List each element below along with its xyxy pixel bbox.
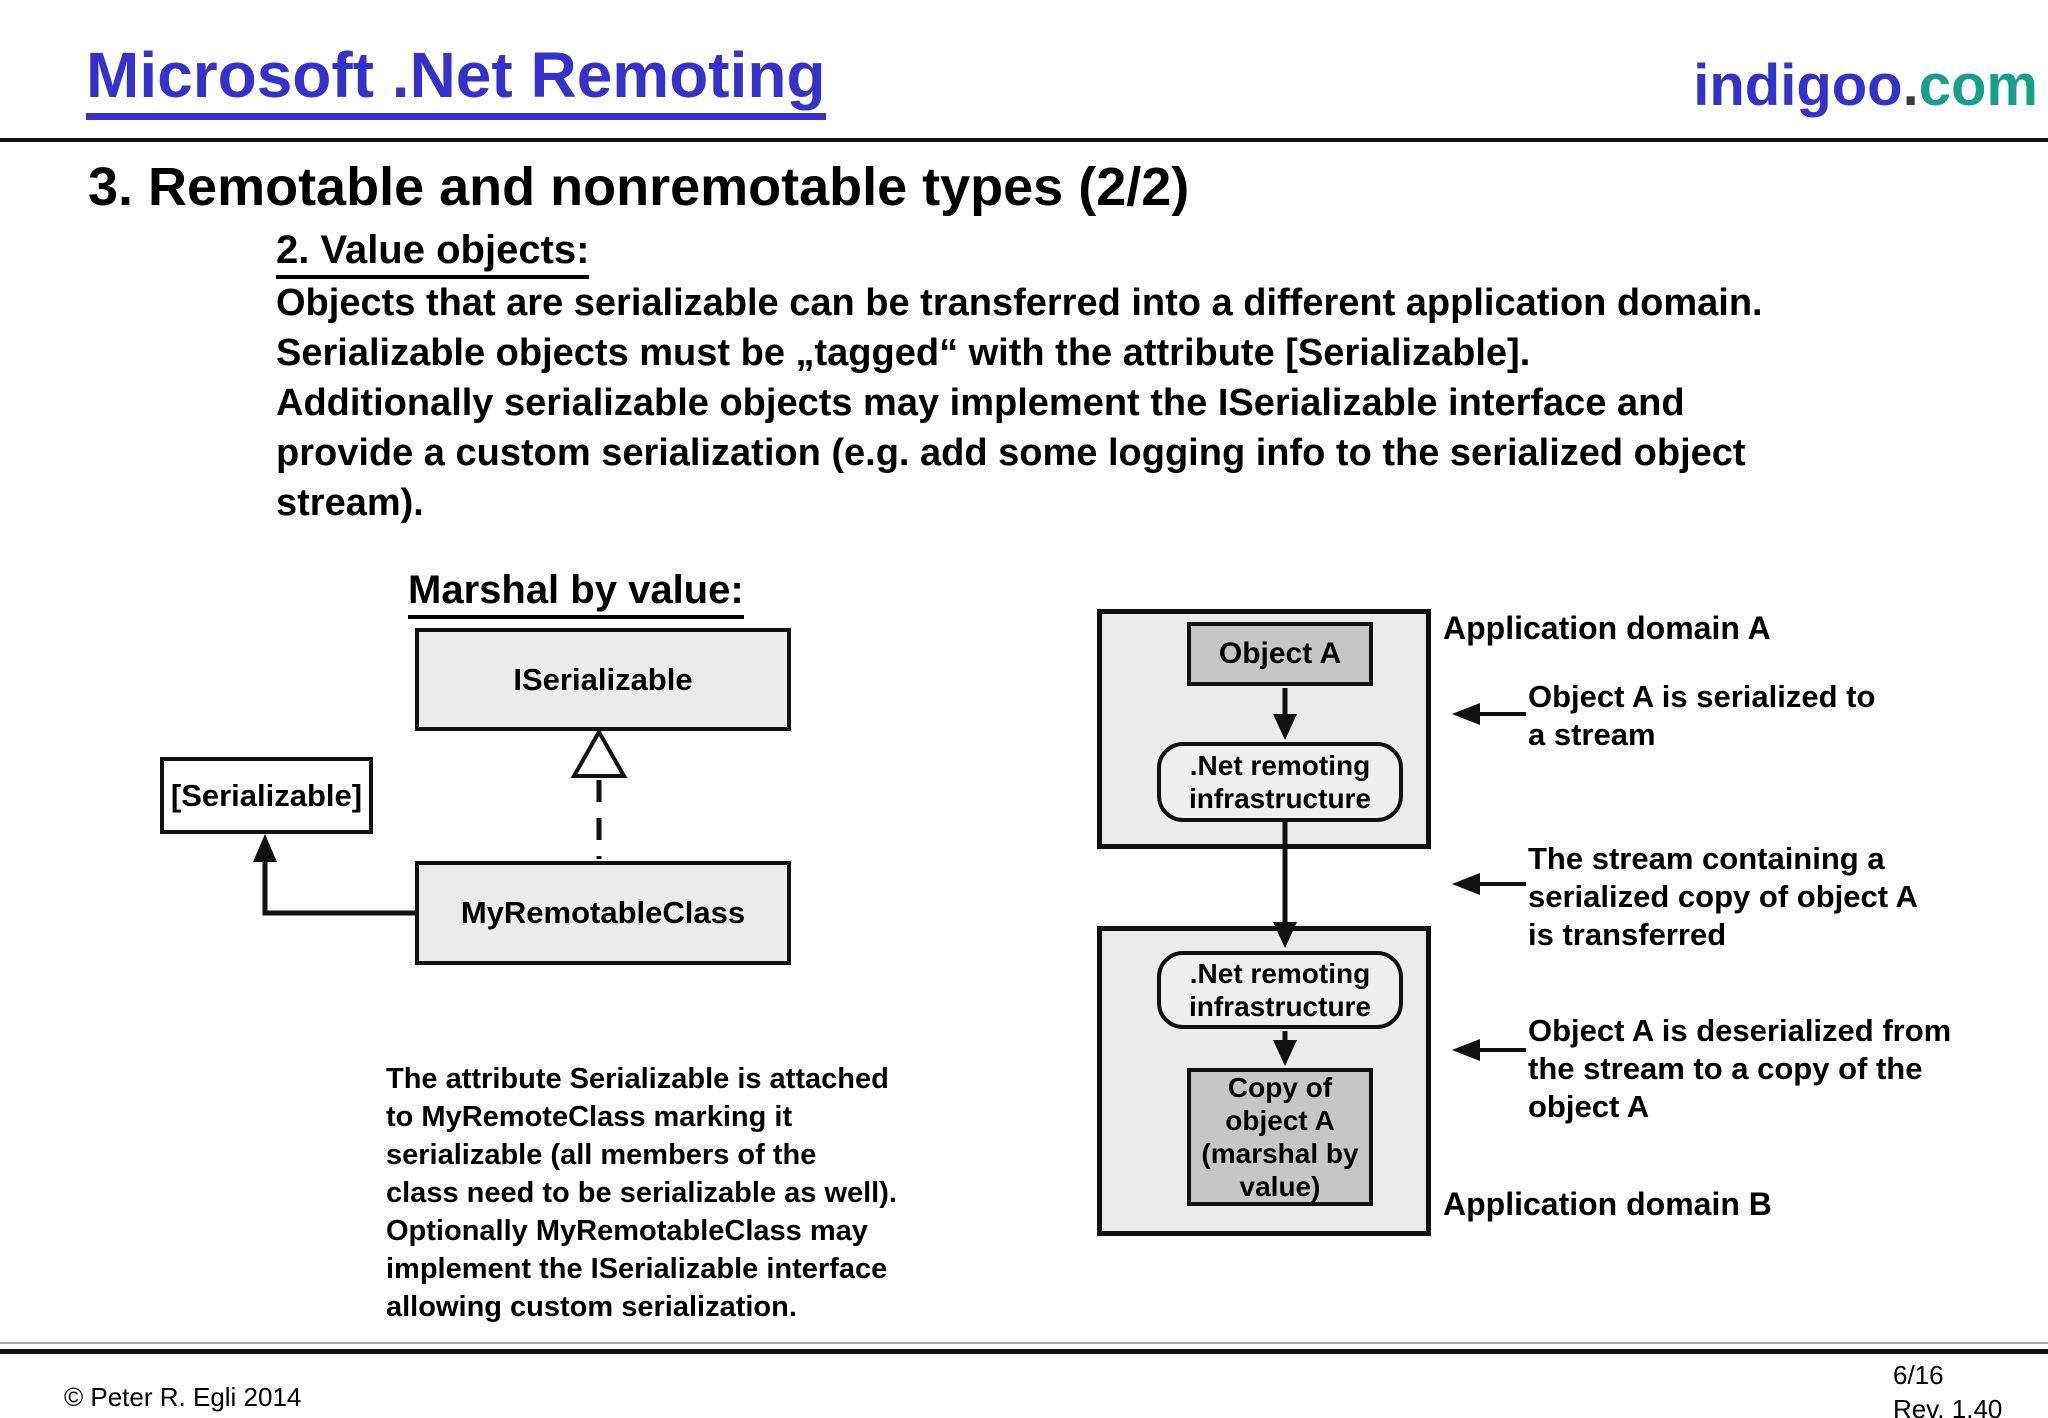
header-divider — [0, 138, 2048, 142]
annotation-deserialized-copy: Object A is deserialized from the stream… — [1528, 1013, 1952, 1124]
footer-copyright: © Peter R. Egli 2014 — [64, 1382, 302, 1412]
uml-note-paragraph: The attribute Serializable is attached t… — [386, 1063, 897, 1323]
serializable-attribute-box: [Serializable] — [160, 757, 373, 834]
logo-text-com: com — [1918, 53, 2038, 118]
footer-divider-dark — [0, 1349, 2048, 1354]
annotation-serialized-to-stream: Object A is serialized to a stream — [1528, 679, 1876, 752]
inheritance-triangle-icon — [570, 727, 628, 778]
annotation-arrow-2-head-icon — [1452, 873, 1480, 895]
iserializable-box: ISerializable — [415, 628, 791, 731]
object-a-box: Object A — [1187, 622, 1373, 686]
annotation-arrow-3-head-icon — [1452, 1039, 1480, 1061]
slide-title: 3. Remotable and nonremotable types (2/2… — [88, 157, 1190, 217]
copy-of-object-a-box: Copy of object A (marshal by value) — [1187, 1068, 1373, 1206]
net-remoting-infrastructure-b-box: .Net remoting infrastructure — [1157, 951, 1403, 1029]
myremotableclass-box: MyRemotableClass — [415, 861, 791, 965]
page-title: Microsoft .Net Remoting — [86, 41, 826, 121]
application-domain-b-label: Application domain B — [1443, 1186, 1772, 1222]
logo-text-indigoo: indigoo — [1693, 53, 1903, 118]
footer-page-info: 6/16 Rev. 1.40 — [1893, 1358, 2002, 1418]
marshal-by-value-heading: Marshal by value: — [408, 568, 744, 619]
net-remoting-infrastructure-a-box: .Net remoting infrastructure — [1157, 742, 1403, 822]
application-domain-a-label: Application domain A — [1443, 610, 1771, 646]
logo-text-dot: . — [1902, 53, 1919, 118]
attribute-connector-arrowhead-icon — [253, 834, 277, 862]
revision-number: Rev. 1.40 — [1893, 1394, 2003, 1418]
footer-divider-light — [0, 1342, 2048, 1344]
indigoo-logo: indigoo.com — [1693, 52, 2038, 119]
attribute-connector-line — [262, 846, 415, 916]
page-number: 6/16 — [1893, 1360, 1944, 1390]
annotation-arrow-1-head-icon — [1452, 703, 1480, 725]
annotation-stream-transferred: The stream containing a serialized copy … — [1528, 841, 1918, 952]
body-paragraph: Objects that are serializable can be tra… — [276, 282, 1763, 524]
value-objects-subtitle: 2. Value objects: — [276, 228, 590, 279]
